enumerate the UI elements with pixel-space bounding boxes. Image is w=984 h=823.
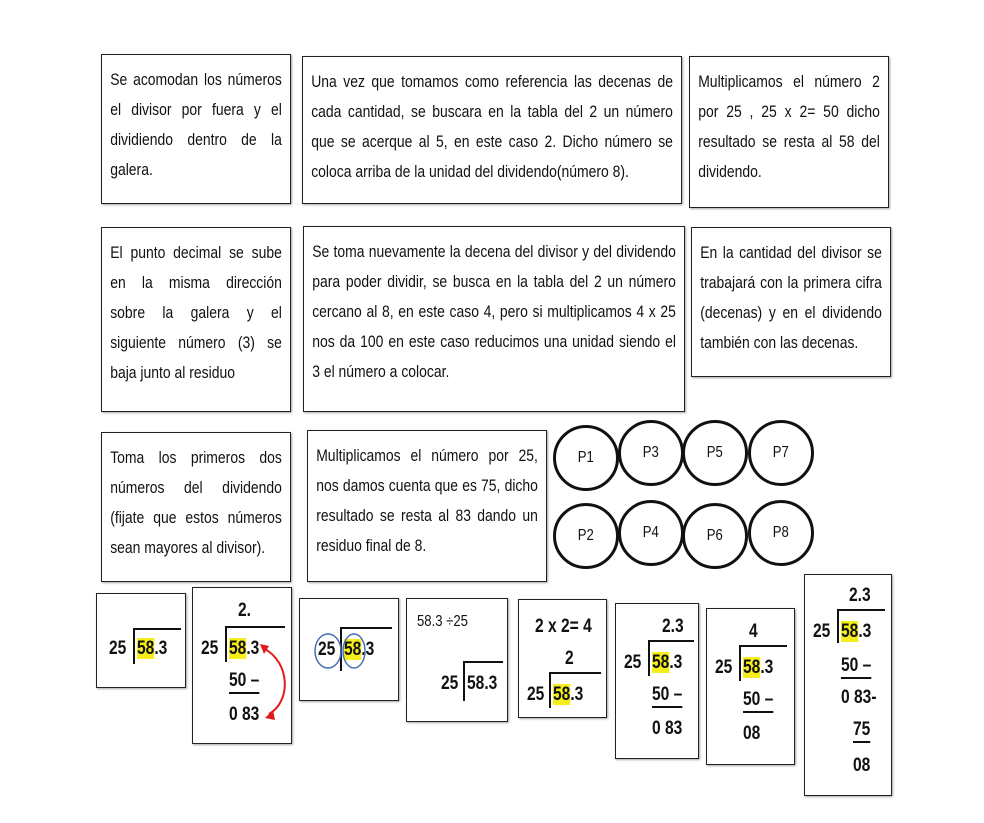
quotient: 2.: [238, 600, 252, 621]
circle-p5: P5: [682, 420, 748, 486]
math-box-1: 25 58.3: [96, 593, 186, 688]
subtraction: 50 –: [652, 684, 683, 708]
math-box-5: 2 x 2= 4 2 25 58.3: [518, 599, 607, 718]
dividend: 58.3: [344, 639, 375, 660]
divisor: 25: [527, 684, 545, 705]
step-box-7: Toma los primeros dos números del divide…: [101, 432, 291, 582]
dividend: 58.3: [841, 621, 872, 642]
divisor: 25: [624, 652, 642, 673]
step-box-4: El punto decimal se sube en la misma dir…: [101, 227, 291, 412]
math-box-4: 58.3 ÷25 25 58.3: [406, 598, 508, 722]
math-box-6: 2.3 25 58.3 50 – 0 83: [615, 603, 699, 759]
divisor: 25: [201, 638, 219, 659]
partial-residue: 0 83-: [841, 687, 877, 708]
step-text-5: Se toma nuevamente la decena del divisor…: [312, 242, 676, 381]
divisor: 25: [715, 657, 733, 678]
circle-p2: P2: [553, 503, 619, 569]
circle-p4: P4: [618, 500, 684, 566]
dividend: 58.3: [137, 638, 168, 659]
step-text-6: En la cantidad del divisor se trabajará …: [700, 243, 882, 352]
step-text-2: Una vez que tomamos como referencia las …: [311, 72, 673, 181]
subtraction: 50 –: [743, 689, 774, 713]
step-text-4: El punto decimal se sube en la misma dir…: [110, 243, 282, 382]
quotient: 2.3: [662, 616, 684, 637]
step-text-1: Se acomodan los números el divisor por f…: [110, 70, 282, 179]
divisor: 25: [318, 639, 336, 660]
dividend: 58.3: [229, 638, 260, 659]
circle-p6: P6: [682, 503, 748, 569]
math-box-2: 2. 25 58.3 50 – 0 83: [192, 587, 292, 744]
subtraction: 50 –: [229, 670, 260, 694]
step-box-5: Se toma nuevamente la decena del divisor…: [303, 226, 685, 412]
circle-p7: P7: [748, 420, 814, 486]
curved-arrow-icon: [260, 644, 286, 720]
final-residue: 08: [853, 755, 871, 776]
math-box-8: 2.3 25 58.3 50 – 0 83- 75 08: [804, 574, 892, 796]
division-equation: 58.3 ÷25: [417, 613, 468, 630]
divisor: 25: [109, 638, 127, 659]
step-text-7: Toma los primeros dos números del divide…: [110, 448, 282, 557]
dividend: 58.3: [467, 673, 498, 694]
quotient: 2: [565, 648, 574, 669]
divisor: 25: [813, 621, 831, 642]
step-box-6: En la cantidad del divisor se trabajará …: [691, 227, 891, 377]
step-box-3: Multiplicamos el número 2 por 25 , 25 x …: [689, 56, 889, 208]
dividend: 58.3: [652, 652, 683, 673]
step-text-3: Multiplicamos el número 2 por 25 , 25 x …: [698, 72, 880, 181]
dividend: 58.3: [553, 684, 584, 705]
circle-marker-icon: [314, 633, 366, 669]
step-box-1: Se acomodan los números el divisor por f…: [101, 54, 291, 204]
divisor: 25: [441, 673, 459, 694]
residue: 0 83: [652, 718, 683, 739]
math-box-7: 4 25 58.3 50 – 08: [706, 608, 795, 765]
step-box-2: Una vez que tomamos como referencia las …: [302, 56, 682, 204]
circle-p1: P1: [553, 425, 619, 491]
multiplication: 2 x 2= 4: [535, 616, 592, 637]
step-box-8: Multiplicamos el número por 25, nos damo…: [307, 430, 547, 582]
subtraction: 50 –: [841, 655, 872, 679]
circle-p3: P3: [618, 420, 684, 486]
step-text-8: Multiplicamos el número por 25, nos damo…: [316, 446, 538, 555]
quotient: 2.3: [849, 585, 871, 606]
quotient: 4: [749, 621, 758, 642]
residue: 08: [743, 723, 761, 744]
subtraction-75: 75: [853, 719, 871, 743]
math-box-3: 25 58.3: [299, 598, 399, 701]
dividend: 58.3: [743, 657, 774, 678]
residue: 0 83: [229, 704, 260, 725]
circle-p8: P8: [748, 500, 814, 566]
